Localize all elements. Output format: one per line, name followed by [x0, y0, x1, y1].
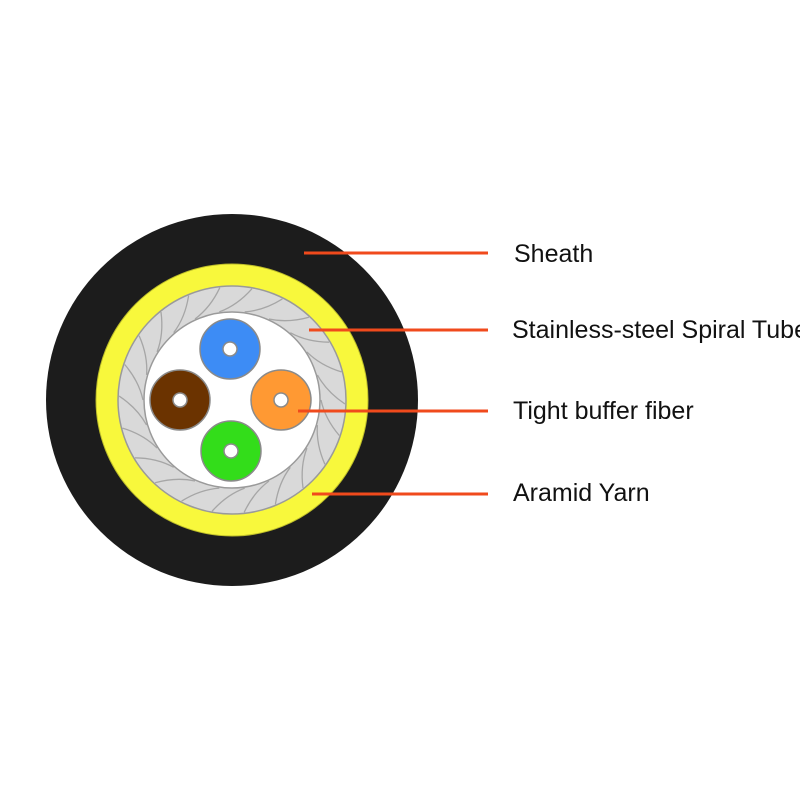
spiral-strand: [274, 466, 291, 505]
spiral-strand: [181, 487, 220, 502]
spiral-strand: [124, 364, 144, 401]
label-tight-buffer-fiber: Tight buffer fiber: [513, 397, 694, 425]
spiral-strand: [306, 351, 342, 373]
spiral-strand: [194, 287, 221, 320]
spiral-strand: [301, 447, 308, 488]
spiral-strand: [156, 312, 163, 353]
fiber-orange: [250, 369, 312, 431]
inner-core: [143, 311, 321, 489]
spiral-strand: [138, 335, 148, 375]
spiral-strand: [316, 374, 346, 405]
fiber-green: [200, 420, 262, 482]
spiral-strand: [320, 399, 340, 436]
spiral-strand: [122, 427, 158, 449]
spiral-strand: [244, 298, 283, 313]
spiral-strand: [211, 487, 245, 512]
label-sheath: Sheath: [514, 240, 594, 268]
spiral-strand: [134, 457, 175, 468]
spiral-tube-strands: [118, 287, 346, 513]
fiber-blue: [199, 318, 261, 380]
spiral-strand: [118, 395, 148, 426]
label-aramid-yarn: Aramid Yarn: [513, 479, 650, 507]
spiral-strand: [173, 295, 190, 334]
spiral-strand: [154, 478, 196, 484]
label-spiral-tube: Stainless-steel Spiral Tube: [512, 316, 800, 344]
spiral-strand: [289, 332, 330, 343]
spiral-strand: [243, 480, 270, 513]
spiral-strand: [268, 316, 310, 322]
fiber-brown: [149, 369, 211, 431]
spiral-strand: [316, 425, 326, 465]
spiral-strand: [219, 288, 253, 313]
